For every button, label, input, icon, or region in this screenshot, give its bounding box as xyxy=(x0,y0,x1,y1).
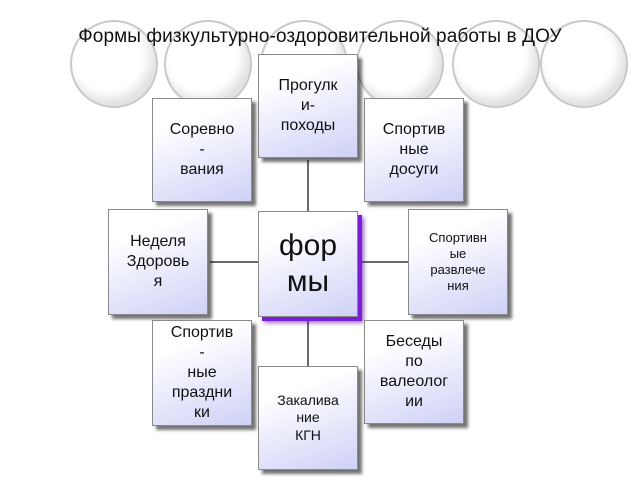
node-walks: Прогулк и- походы xyxy=(258,54,358,158)
node-valeology-talks: Беседы по валеолог ии xyxy=(364,320,464,424)
node-sports-entertainment: Спортивн ые развлече ния xyxy=(408,209,508,315)
node-hardening: Закалива ние КГН xyxy=(258,366,358,470)
node-competitions: Соревно - вания xyxy=(152,98,252,202)
center-node: фор мы xyxy=(258,211,358,317)
node-label: Соревно - вания xyxy=(169,121,235,178)
decorative-circle xyxy=(452,20,540,108)
node-label: Спортив ные досуги xyxy=(382,121,446,178)
decorative-circle xyxy=(356,20,444,108)
node-health-week: Неделя Здоровь я xyxy=(108,209,208,315)
node-label: Спортивн ые развлече ния xyxy=(429,229,487,294)
node-sports-holidays: Спортив - ные праздни ки xyxy=(152,320,252,426)
center-label: фор мы xyxy=(278,229,338,298)
node-label: Неделя Здоровь я xyxy=(126,233,190,290)
node-label: Спортив - ные праздни ки xyxy=(170,324,234,421)
decorative-circle xyxy=(540,20,628,108)
page-title: Формы физкультурно-оздоровительной работ… xyxy=(78,26,562,47)
node-label: Прогулк и- походы xyxy=(278,77,338,134)
decorative-circle xyxy=(164,20,252,108)
node-label: Закалива ние КГН xyxy=(277,391,339,443)
node-sports-leisure: Спортив ные досуги xyxy=(364,98,464,202)
decorative-circle xyxy=(70,20,158,108)
node-label: Беседы по валеолог ии xyxy=(379,333,449,410)
